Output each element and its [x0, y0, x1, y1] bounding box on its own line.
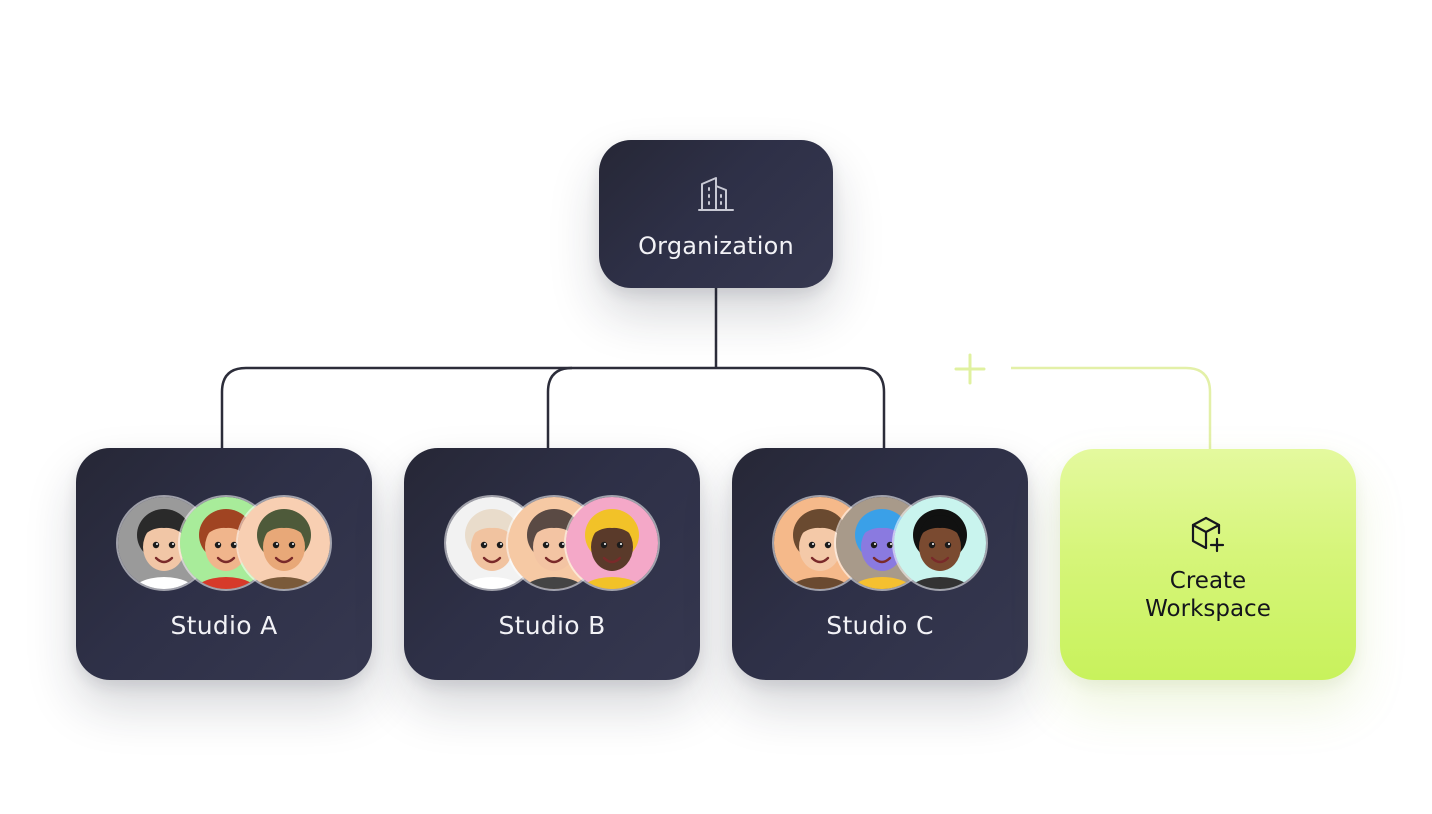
avatar-face-icon	[566, 496, 658, 589]
branch-line-a-c	[220, 366, 886, 448]
create-connector-line	[1011, 366, 1212, 449]
organization-label: Organization	[638, 232, 794, 260]
studio-a-node[interactable]: Studio A	[76, 448, 372, 680]
avatar	[564, 494, 660, 591]
cube-plus-icon	[1191, 516, 1225, 552]
avatar	[236, 494, 332, 591]
branch-line-b	[546, 366, 573, 448]
avatar-group	[116, 494, 332, 591]
studio-label: Studio A	[170, 610, 278, 640]
studio-c-node[interactable]: Studio C	[732, 448, 1028, 680]
create-workspace-button[interactable]: Create Workspace	[1060, 449, 1356, 680]
studio-label: Studio C	[826, 610, 934, 640]
studio-b-node[interactable]: Studio B	[404, 448, 700, 680]
add-connector-plus-icon[interactable]	[953, 352, 987, 386]
avatar-group	[772, 494, 988, 591]
organization-node[interactable]: Organization	[599, 140, 833, 288]
studio-label: Studio B	[498, 610, 606, 640]
avatar-group	[444, 494, 660, 591]
avatar-face-icon	[894, 496, 986, 589]
avatar	[892, 494, 988, 591]
avatar-face-icon	[238, 496, 330, 589]
building-icon	[698, 177, 734, 211]
create-workspace-label: Create Workspace	[1145, 567, 1271, 622]
